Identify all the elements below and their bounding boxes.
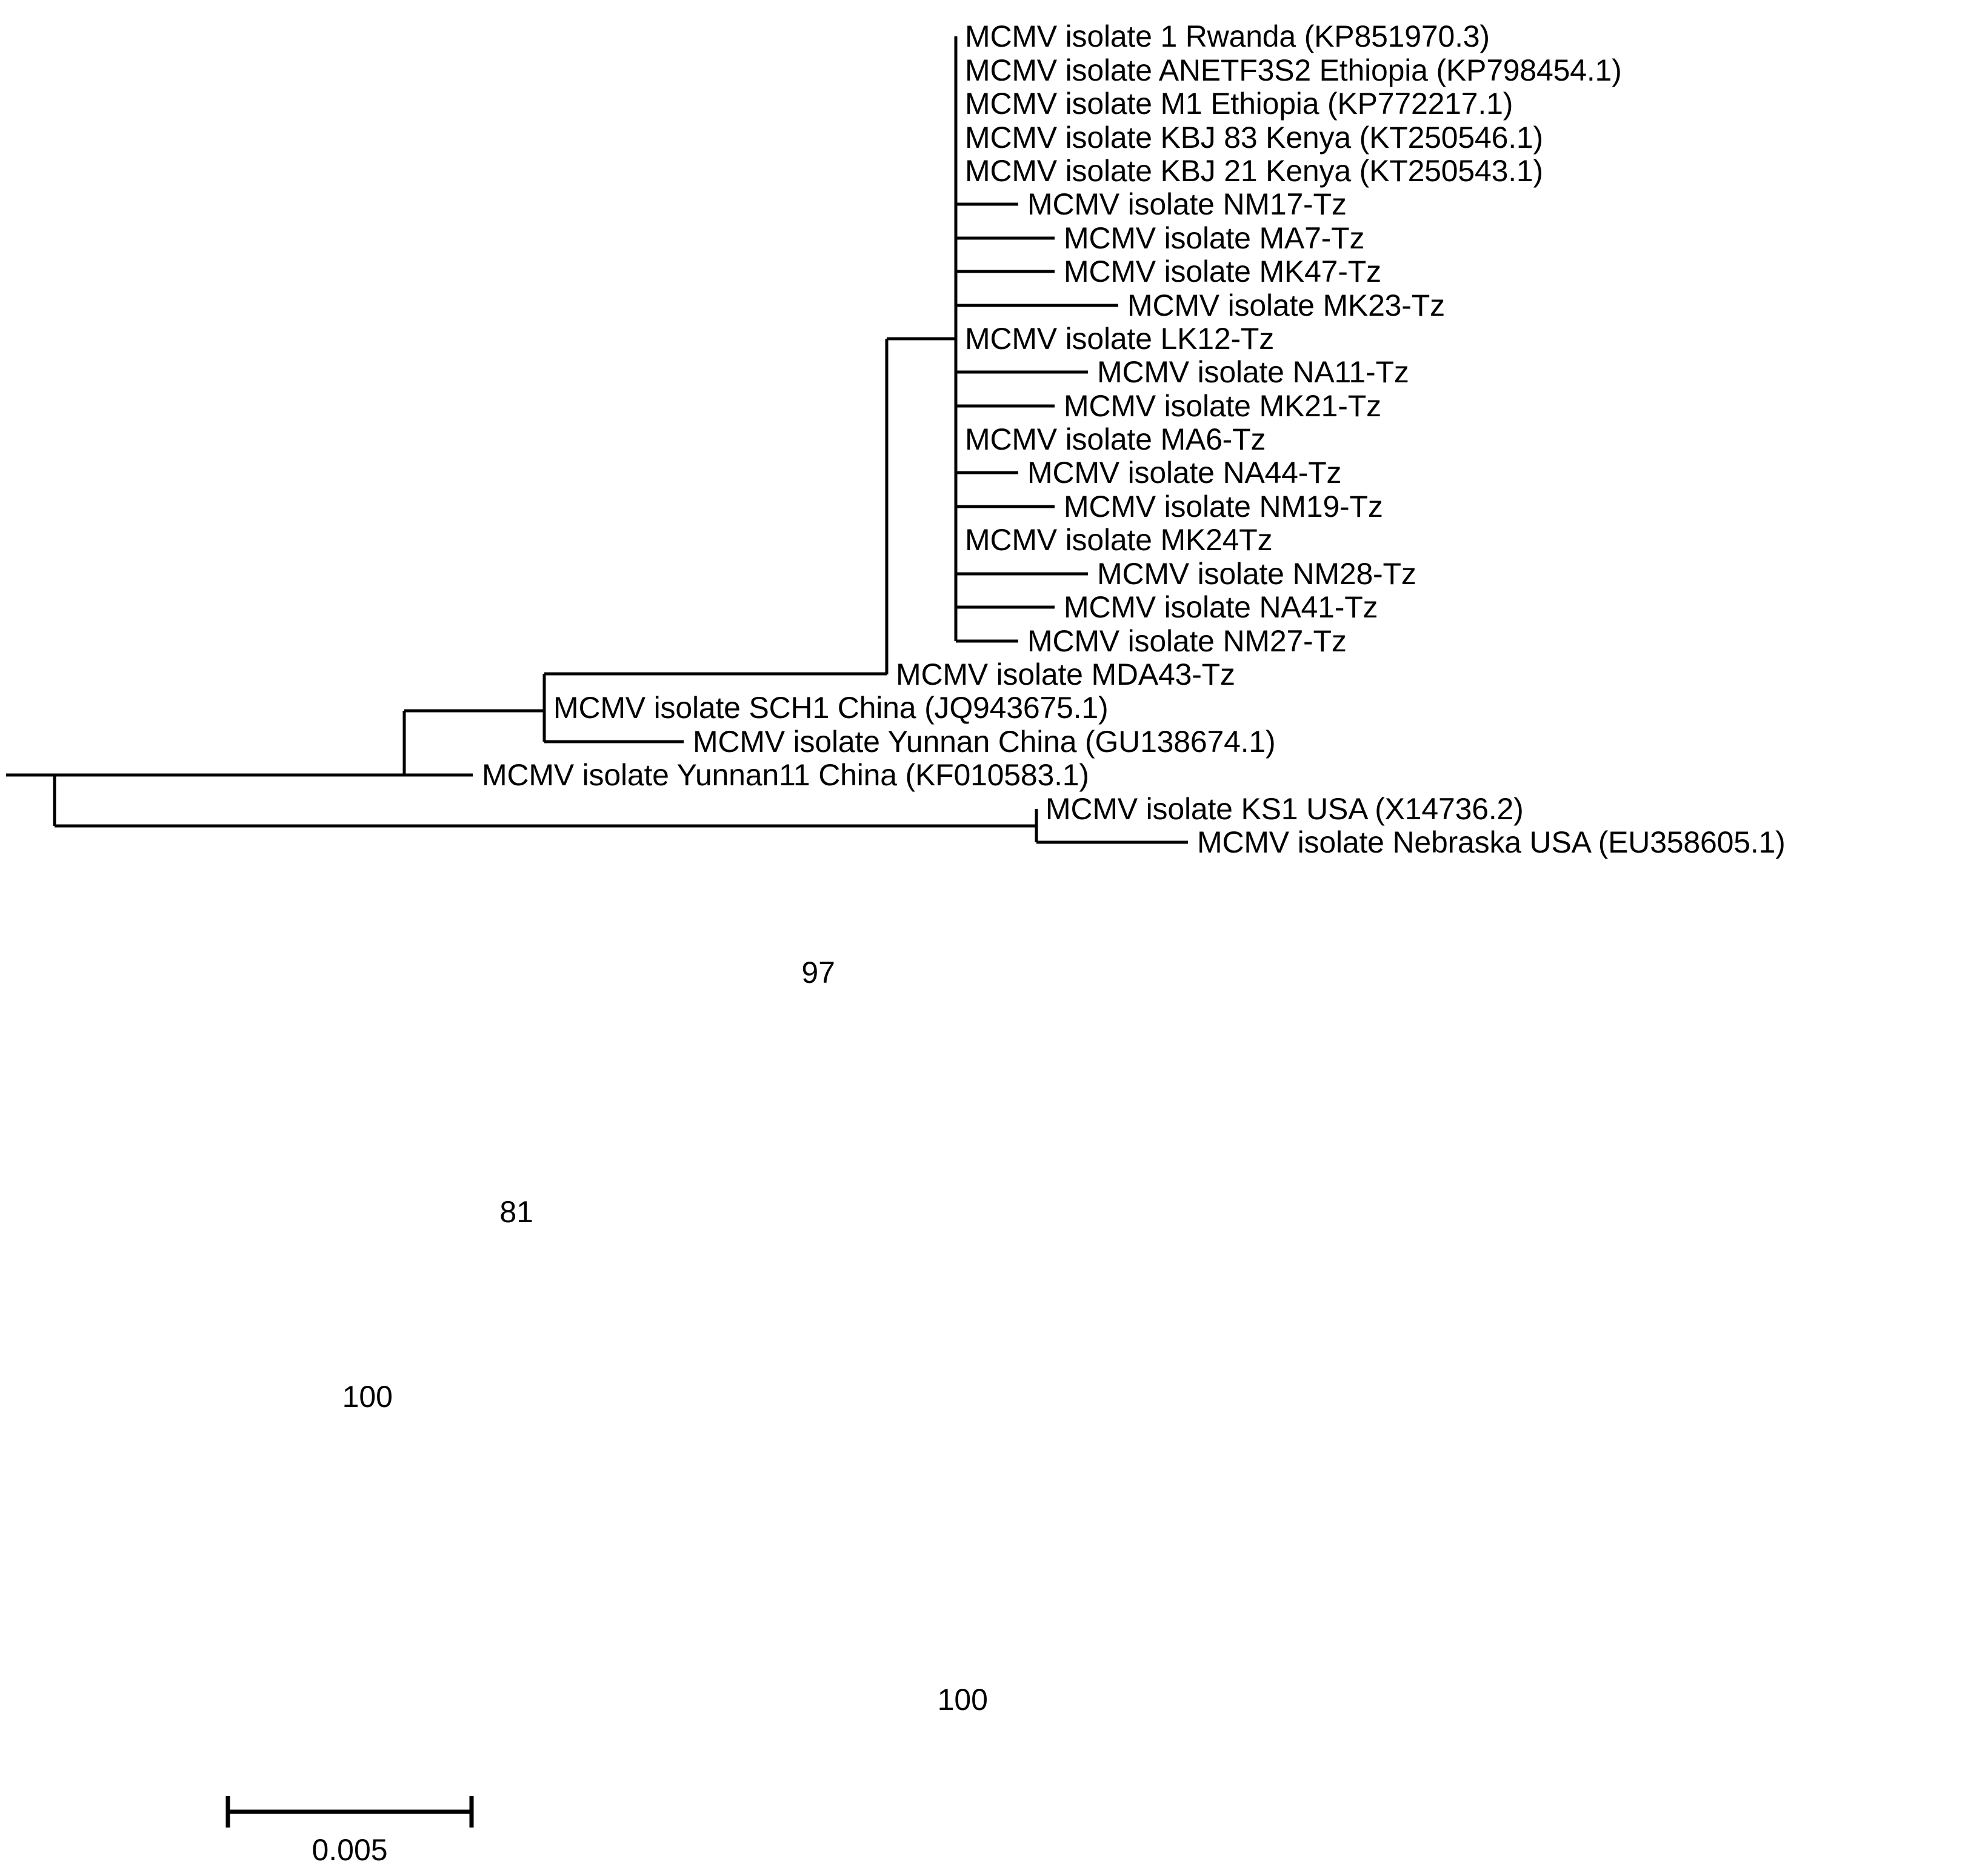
tip-label-t2: MCMV isolate ANETF3S2 Ethiopia (KP798454…	[965, 53, 1622, 87]
tip-label-t13: MCMV isolate MA6-Tz	[965, 422, 1266, 456]
tip-label-t24: MCMV isolate KS1 USA (X14736.2)	[1046, 792, 1524, 826]
tip-label-t14: MCMV isolate NA44-Tz	[1027, 456, 1342, 490]
tip-label-t11: MCMV isolate NA11-Tz	[1097, 355, 1409, 389]
tip-label-t10: MCMV isolate LK12-Tz	[965, 322, 1275, 356]
tip-label-t21: MCMV isolate SCH1 China (JQ943675.1)	[553, 691, 1109, 725]
tip-label-t18: MCMV isolate NA41-Tz	[1064, 590, 1378, 624]
tip-label-t6: MCMV isolate NM17-Tz	[1027, 187, 1347, 221]
tip-label-t19: MCMV isolate NM27-Tz	[1027, 624, 1347, 658]
tip-label-t25: MCMV isolate Nebraska USA (EU358605.1)	[1197, 825, 1786, 859]
support-value-97-0: 97	[801, 956, 835, 990]
tip-label-t8: MCMV isolate MK47-Tz	[1064, 254, 1381, 288]
tip-label-t9: MCMV isolate MK23-Tz	[1127, 288, 1445, 322]
scale-bar-label: 0.005	[312, 1833, 388, 1867]
tip-label-t4: MCMV isolate KBJ 83 Kenya (KT250546.1)	[965, 121, 1543, 155]
tip-label-t17: MCMV isolate NM28-Tz	[1097, 557, 1416, 591]
tip-label-t1: MCMV isolate 1 Rwanda (KP851970.3)	[965, 19, 1490, 53]
tip-label-t15: MCMV isolate NM19-Tz	[1064, 490, 1383, 524]
support-value-100-2: 100	[342, 1380, 393, 1414]
tip-label-t5: MCMV isolate KBJ 21 Kenya (KT250543.1)	[965, 154, 1543, 188]
support-value-81-1: 81	[499, 1195, 533, 1229]
tip-label-t7: MCMV isolate MA7-Tz	[1064, 221, 1365, 255]
tip-label-t22: MCMV isolate Yunnan China (GU138674.1)	[693, 725, 1276, 759]
support-value-100-3: 100	[937, 1683, 988, 1717]
tip-label-t3: MCMV isolate M1 Ethiopia (KP772217.1)	[965, 87, 1513, 121]
scale-bar-layer	[225, 1796, 474, 1828]
tip-label-t16: MCMV isolate MK24Tz	[965, 523, 1273, 557]
tip-label-t12: MCMV isolate MK21-Tz	[1064, 389, 1381, 423]
tip-label-t23: MCMV isolate Yunnan11 China (KF010583.1)	[482, 758, 1089, 792]
tip-label-t20: MCMV isolate MDA43-Tz	[896, 657, 1235, 691]
branch-layer	[6, 36, 1188, 844]
